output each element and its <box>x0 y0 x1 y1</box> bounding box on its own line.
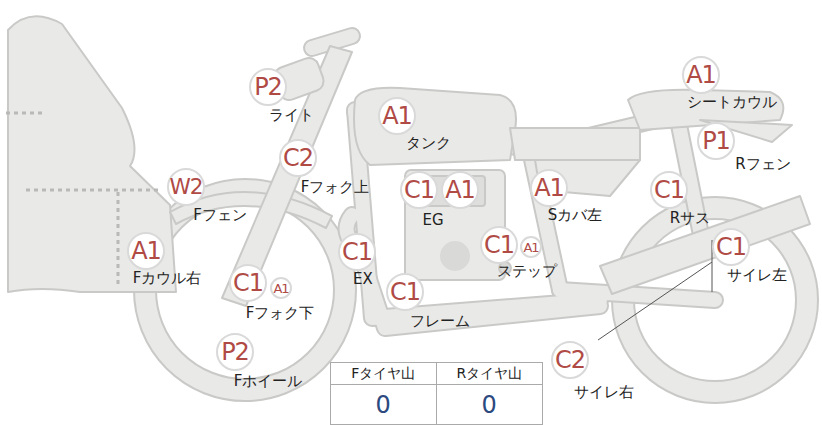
callout-number: C1 <box>233 271 263 295</box>
callout-number: P2 <box>221 340 249 364</box>
part-name: サイレ右 <box>574 385 634 400</box>
damage-circle: P2ライト <box>249 68 287 106</box>
callout-number: C2 <box>283 146 313 170</box>
table-value: 0 <box>331 385 437 424</box>
damage-circle: P2Fホイール <box>216 333 254 371</box>
table-value: 0 <box>437 385 543 424</box>
part-name: Fフォク上 <box>301 180 370 195</box>
tire-table: Fタイヤ山Rタイヤ山00 <box>330 362 543 425</box>
callout-number: C1 <box>654 178 684 202</box>
part-name: Fカウル右 <box>133 271 202 286</box>
callout-number: W2 <box>169 176 202 198</box>
part-name: EX <box>353 272 373 287</box>
callout-number: C1 <box>404 178 434 202</box>
table-header: Fタイヤ山 <box>331 363 437 385</box>
callout-number: C2 <box>555 348 585 372</box>
damage-circle: A1シートカウル <box>682 56 720 94</box>
callout-number: A1 <box>273 282 288 295</box>
callout-number: A1 <box>534 176 564 200</box>
part-name: Fフェン <box>193 208 247 223</box>
damage-circle: A1Sカバ左 <box>530 169 568 207</box>
callout-number: A1 <box>382 104 412 128</box>
damage-circle: A1タンク <box>378 97 416 135</box>
damage-circle: C2Fフォク上 <box>279 139 317 177</box>
callout-number: C1 <box>342 240 372 264</box>
damage-circle: C1ステップ <box>480 226 518 264</box>
part-name: Fフォク下 <box>246 306 315 321</box>
damage-circle: W2Fフェン <box>167 168 205 206</box>
callout-number: C1 <box>390 280 420 304</box>
damage-circle: C2サイレ右 <box>551 341 589 379</box>
callout-number: C1 <box>484 233 514 257</box>
part-name: シートカウル <box>687 95 777 110</box>
part-name: タンク <box>406 136 451 151</box>
part-name: フレーム <box>410 314 470 329</box>
damage-circle: C1フレーム <box>386 273 424 311</box>
callout-number: P1 <box>702 129 730 153</box>
damage-circle: C1Fフォク下 <box>229 264 267 302</box>
damage-circle: A1 <box>441 171 479 209</box>
callout-number: A1 <box>131 239 161 263</box>
damage-circle: C1Rサス <box>650 171 688 209</box>
callout-number: P2 <box>254 75 282 99</box>
table-header: Rタイヤ山 <box>437 363 543 385</box>
part-name: Sカバ左 <box>548 208 603 223</box>
callout-number: C1 <box>716 235 746 259</box>
damage-circle: P1Rフェン <box>697 122 735 160</box>
callout-number: A1 <box>445 178 475 202</box>
part-name: EG <box>422 213 443 228</box>
damage-circle: C1EX <box>338 233 376 271</box>
damage-circle: A1Fカウル右 <box>127 232 165 270</box>
part-name: ライト <box>269 108 314 123</box>
damage-circle: C1サイレ左 <box>712 228 750 266</box>
part-name: Rサス <box>670 211 710 226</box>
part-name: ステップ <box>497 264 557 279</box>
part-name: Rフェン <box>735 157 790 172</box>
damage-circle: C1EG <box>400 171 438 209</box>
callout-number: A1 <box>523 241 538 254</box>
damage-circle: A1 <box>270 277 292 299</box>
damage-circle: A1 <box>520 236 542 258</box>
part-name: サイレ左 <box>727 268 787 283</box>
part-name: Fホイール <box>234 374 303 389</box>
callout-number: A1 <box>686 63 716 87</box>
